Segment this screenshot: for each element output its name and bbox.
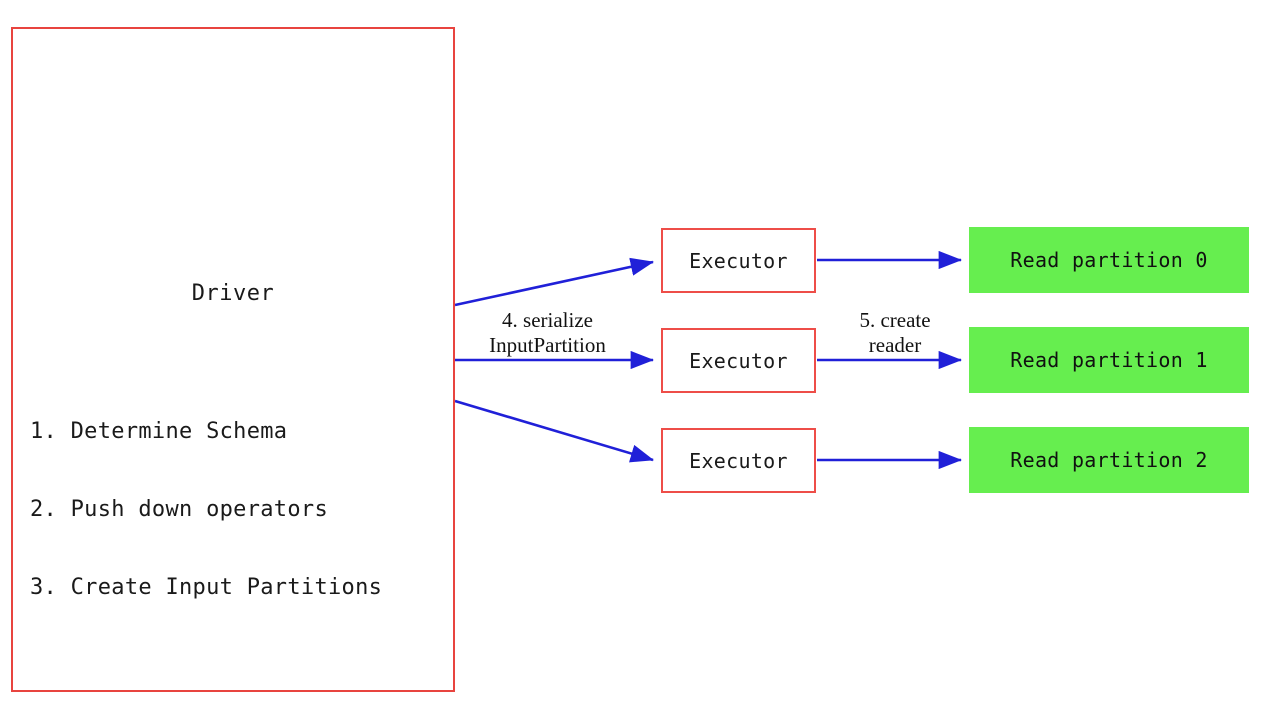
read-partition-box-1[interactable]: Read partition 1 xyxy=(969,327,1249,393)
read-partition-box-2[interactable]: Read partition 2 xyxy=(969,427,1249,493)
driver-step-1: 1. Determine Schema xyxy=(30,419,288,444)
executor-box-1[interactable]: Executor xyxy=(661,228,816,293)
executor-box-3[interactable]: Executor xyxy=(661,428,816,493)
driver-step-2: 2. Push down operators xyxy=(30,497,328,522)
driver-steps-list: 1. Determine Schema 2. Push down operato… xyxy=(30,367,382,653)
executor-box-2[interactable]: Executor xyxy=(661,328,816,393)
edge-label-create-reader: 5. create reader xyxy=(825,308,965,358)
arrow-driver-to-executor-3 xyxy=(454,399,654,463)
driver-box[interactable]: Driver 1. Determine Schema 2. Push down … xyxy=(11,27,455,692)
edge-label-create-reader-line-2: reader xyxy=(868,333,922,357)
edge-label-serialize-line-1: 4. serialize xyxy=(502,308,593,332)
read-partition-box-0[interactable]: Read partition 0 xyxy=(969,227,1249,293)
edge-label-serialize-input-partition: 4. serialize InputPartition xyxy=(455,308,640,358)
driver-step-3: 3. Create Input Partitions xyxy=(30,575,383,600)
driver-title: Driver xyxy=(191,281,275,306)
arrow-driver-to-executor-1 xyxy=(454,257,655,307)
edge-label-serialize-line-2: InputPartition xyxy=(489,333,606,357)
edge-label-create-reader-line-1: 5. create xyxy=(859,308,931,332)
